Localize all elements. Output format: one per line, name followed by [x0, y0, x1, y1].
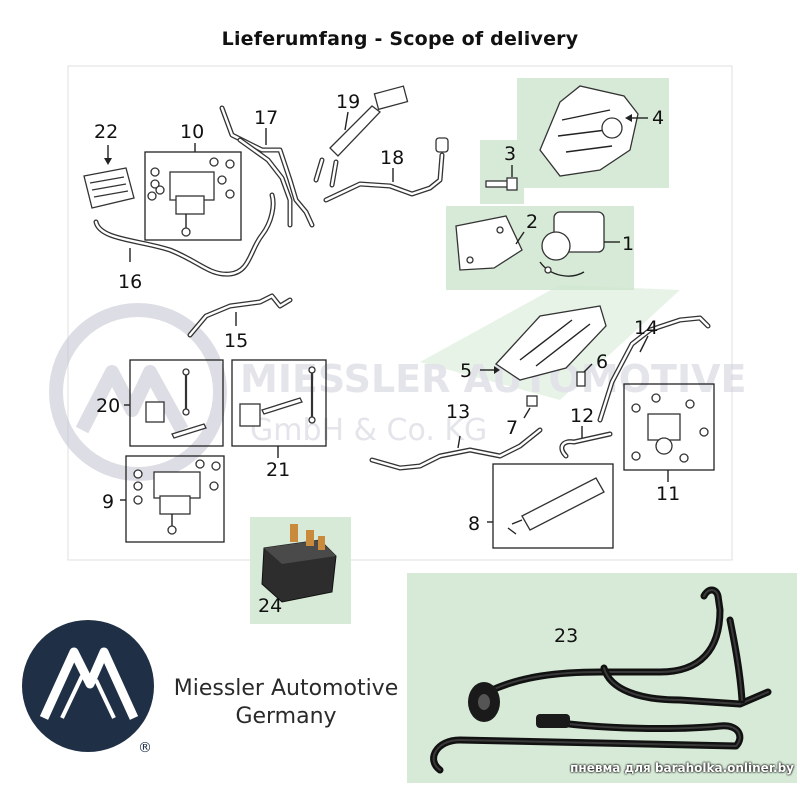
label-part-3: 3: [504, 143, 516, 165]
label-part-18: 18: [380, 147, 404, 169]
label-part-22: 22: [94, 121, 118, 143]
label-part-13: 13: [446, 401, 470, 423]
part-4-compressor-cover: [539, 85, 648, 177]
watermark-line2: GmbH & Co. KG: [250, 413, 487, 448]
label-part-16: 16: [118, 271, 142, 293]
label-part-11: 11: [656, 483, 680, 505]
label-part-14: 14: [634, 317, 658, 339]
page-title: Lieferumfang - Scope of delivery: [221, 28, 579, 50]
highlight-part-3: [480, 140, 524, 204]
label-part-24: 24: [258, 595, 282, 617]
part-15-pipe: [187, 293, 293, 338]
label-part-15: 15: [224, 330, 248, 352]
watermark-line1: MIESSLER AUTOMOTIVE: [240, 357, 746, 401]
part-12-pipe: [559, 426, 613, 459]
part-7-screw: [523, 395, 538, 419]
label-part-9: 9: [102, 491, 114, 513]
brand-name-line2: Germany: [235, 704, 337, 729]
label-part-8: 8: [468, 513, 480, 535]
label-part-6: 6: [596, 351, 608, 373]
label-part-10: 10: [180, 121, 204, 143]
label-part-19: 19: [336, 91, 360, 113]
part-13-pipe: [369, 427, 543, 471]
brand-name-line1: Miessler Automotive: [173, 676, 399, 701]
label-part-1: 1: [622, 233, 634, 255]
part-18-pipe-sensor: [323, 137, 449, 203]
part-21-height-sensor: [231, 359, 327, 458]
part-24-relay: [261, 524, 337, 603]
label-part-12: 12: [570, 405, 594, 427]
part-5-bracket: [480, 305, 607, 381]
part-23-hose-assembly: [430, 586, 772, 774]
part-6-screw: [576, 363, 593, 387]
label-part-7: 7: [506, 417, 518, 439]
part-10-valve-block: [144, 143, 242, 241]
source-watermark: пневма для baraholka.onliner.by: [570, 761, 794, 775]
label-part-5: 5: [460, 360, 472, 382]
label-part-21: 21: [266, 459, 290, 481]
part-20-height-sensor: [124, 359, 224, 447]
label-part-4: 4: [652, 107, 664, 129]
part-8-air-dryer: [487, 463, 614, 549]
part-3-bolt: [485, 165, 518, 191]
brand-logo: ®: [22, 620, 154, 756]
label-part-2: 2: [526, 211, 538, 233]
part-19-filter-bracket: [313, 85, 409, 188]
brand-registered: ®: [138, 740, 152, 756]
part-11-valve-block: [623, 383, 715, 482]
label-part-20: 20: [96, 395, 120, 417]
part-1-2-compressor: [455, 211, 620, 277]
label-part-17: 17: [254, 107, 278, 129]
diagram-frame: [67, 65, 733, 561]
part-14-pipe: [597, 315, 711, 423]
label-part-23: 23: [554, 625, 578, 647]
part-9-valve-block: [120, 455, 225, 543]
part-16-pipe: [93, 192, 276, 277]
part-22-module: [83, 145, 135, 209]
part-17-pipe: [219, 105, 315, 228]
